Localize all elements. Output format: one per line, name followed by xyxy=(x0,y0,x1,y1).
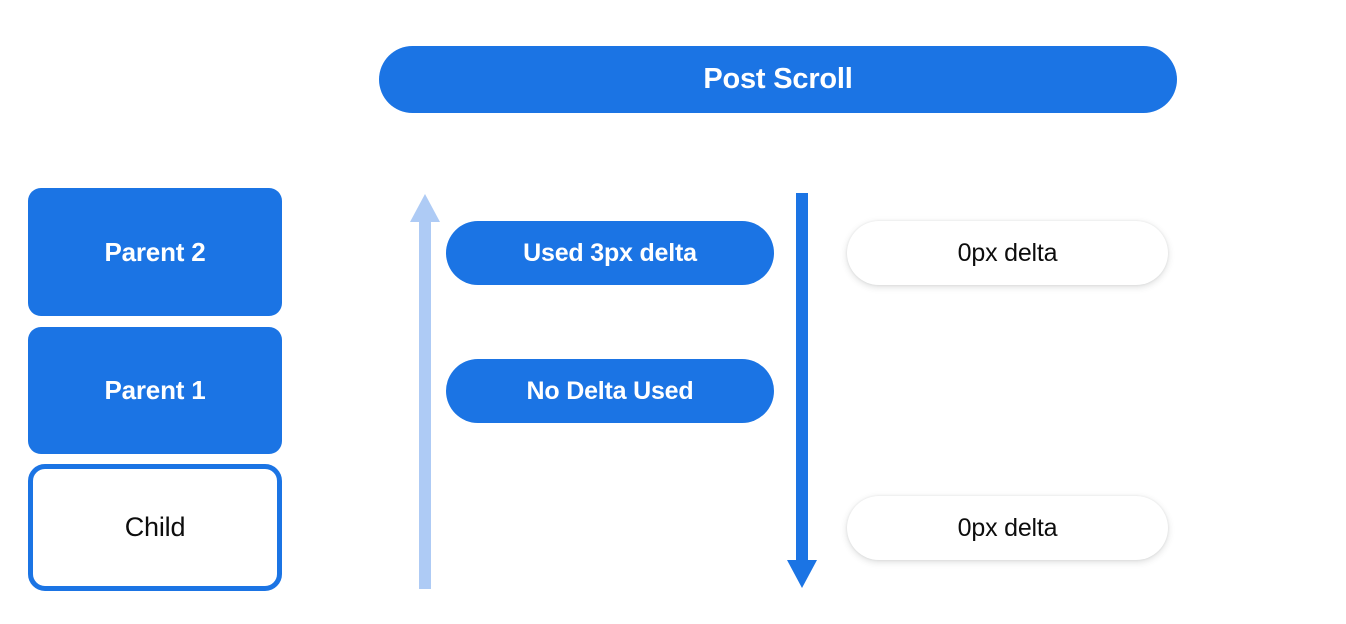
view-box-parent-1-label: Parent 1 xyxy=(104,375,206,405)
view-box-parent-1: Parent 1 xyxy=(28,327,282,454)
post-scroll-header-pill: Post Scroll xyxy=(379,46,1177,113)
view-box-parent-2-label: Parent 2 xyxy=(104,236,206,267)
view-box-child-label: Child xyxy=(124,512,186,542)
delta-pill-used-3px: Used 3px delta xyxy=(446,221,774,285)
view-box-child: Child xyxy=(28,464,282,591)
delta-pill-zero-top: 0px delta xyxy=(847,221,1168,285)
delta-pill-zero-bottom-label: 0px delta xyxy=(957,513,1058,542)
delta-pill-zero-top-label: 0px delta xyxy=(957,238,1058,267)
delta-pill-used-3px-label: Used 3px delta xyxy=(523,238,697,267)
post-scroll-header-label: Post Scroll xyxy=(703,63,853,95)
delta-pill-no-delta-used: No Delta Used xyxy=(446,359,774,423)
delta-pill-zero-bottom: 0px delta xyxy=(847,496,1168,560)
arrow-down-icon xyxy=(787,193,817,588)
delta-pill-no-delta-used-label: No Delta Used xyxy=(526,376,694,405)
arrow-up-icon xyxy=(410,194,440,589)
view-box-parent-2: Parent 2 xyxy=(28,188,282,316)
